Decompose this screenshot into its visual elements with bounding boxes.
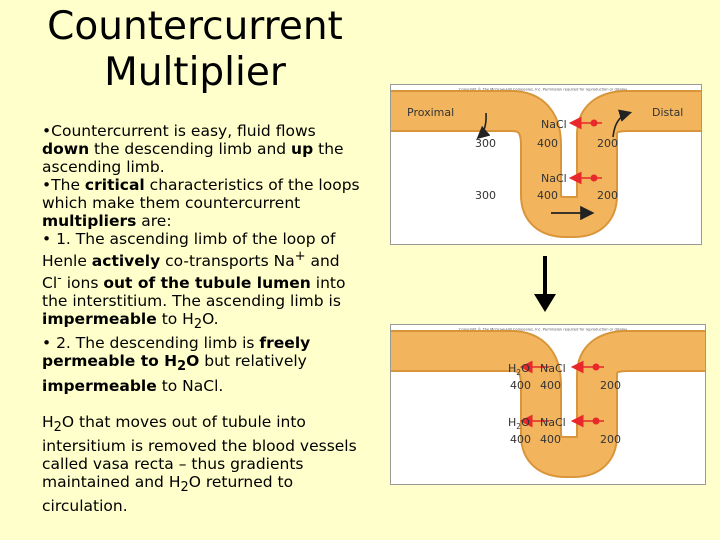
text-run: the descending limb and [89,140,292,158]
text-run: into the interstitium. The ascending lim… [42,274,346,311]
subscript-2: 2 [180,479,189,495]
text-run: The [51,176,85,194]
value-200-bottom: 200 [597,189,618,202]
emphasis-up: up [291,140,314,158]
emphasis-o: O [186,352,200,371]
text-run: co-transports Na [160,252,295,271]
value-400-top-mid: 400 [540,379,561,392]
bullet-3: • 1. The ascending limb of the loop of H… [42,230,362,334]
copyright-note: Copyright © The McGraw-Hill Companies, I… [459,327,628,331]
value-400-bottom: 400 [537,189,558,202]
figure-bottom: Copyright © The McGraw-Hill Companies, I… [390,324,706,485]
emphasis-freely-permeable: freely permeable to H [42,334,311,371]
label-h2o-1: H2O [508,362,530,377]
closing-paragraph: H2O that moves out of tubule into inters… [42,413,362,515]
text-run: characteristics of the loops which make … [42,176,360,212]
figure-top: Copyright © The McGraw-Hill Companies, I… [390,84,702,245]
bullet-1: •Countercurrent is easy, fluid flows dow… [42,122,362,176]
emphasis-out-of-lumen: out of the tubule lumen [103,274,311,293]
value-300-bottom: 300 [475,189,496,202]
value-300-top: 300 [475,137,496,150]
label-nacl-1: NaCl [541,118,567,131]
superscript-minus: - [57,271,62,287]
transporter-dot-2 [592,417,600,425]
superscript-plus: + [294,249,306,264]
transporter-dot-1 [590,119,598,127]
copyright-note: Copyright © The McGraw-Hill Companies, I… [459,87,628,91]
slide-body: •Countercurrent is easy, fluid flows dow… [42,122,362,515]
subscript-2: 2 [177,359,187,375]
bullet-mark: • 1. [42,230,71,248]
text-run: are: [136,212,172,230]
emphasis-actively: actively [91,252,161,271]
text-run: but relatively [199,352,307,371]
arrow-down-icon [534,256,556,312]
text-run: O returned to circulation. [42,472,294,515]
text-run: Countercurrent is easy, fluid flows [51,122,316,140]
flow-arrow-in [476,112,491,140]
bullet-mark: • 2. [42,334,71,353]
text-run: ions [61,274,104,293]
subscript-2: 2 [53,419,62,435]
title-line-1: Countercurrent [47,4,343,49]
label-nacl-2: NaCl [540,416,566,429]
value-400-bottom-left: 400 [510,433,531,446]
value-400-top-left: 400 [510,379,531,392]
loop-diagram-top: Copyright © The McGraw-Hill Companies, I… [391,87,701,238]
text-run: H [42,412,54,431]
flow-arrow-out [612,109,633,138]
text-run: O. [202,310,219,329]
text-run: to H [156,310,194,329]
label-proximal: Proximal [407,106,454,119]
text-run: to NaCl. [156,376,224,395]
label-h2o-2: H2O [508,416,530,431]
emphasis-impermeable: impermeable [42,376,157,395]
text-run: the ascending limb. [42,140,344,176]
emphasis-multipliers: multipliers [42,212,137,230]
text-run: The ascending limb of the loop of Henle [42,230,336,271]
value-200-top: 200 [597,137,618,150]
slide-title: Countercurrent Multiplier [20,4,370,96]
transporter-dot-1 [592,363,600,371]
emphasis-down: down [42,140,90,158]
value-200-bottom-right: 200 [600,433,621,446]
loop-diagram-bottom: Copyright © The McGraw-Hill Companies, I… [391,327,705,478]
title-line-2: Multiplier [104,50,286,95]
label-nacl-1: NaCl [540,362,566,375]
subscript-2: 2 [193,317,203,333]
text-run: and Cl [42,252,340,293]
emphasis-critical: critical [84,176,145,194]
label-distal: Distal [652,106,683,119]
emphasis-impermeable: impermeable [42,310,157,329]
value-400-top: 400 [537,137,558,150]
value-200-top-right: 200 [600,379,621,392]
transporter-dot-2 [590,174,598,182]
bullet-mark: • [42,176,52,194]
value-400-bottom-mid: 400 [540,433,561,446]
bullet-mark: • [42,122,52,140]
label-nacl-2: NaCl [541,172,567,185]
bullet-2: •The critical characteristics of the loo… [42,176,362,230]
bullet-4: • 2. The descending limb is freely perme… [42,334,362,394]
text-run: The descending limb is [70,334,260,353]
text-run: O that moves out of tubule into intersit… [42,412,357,491]
